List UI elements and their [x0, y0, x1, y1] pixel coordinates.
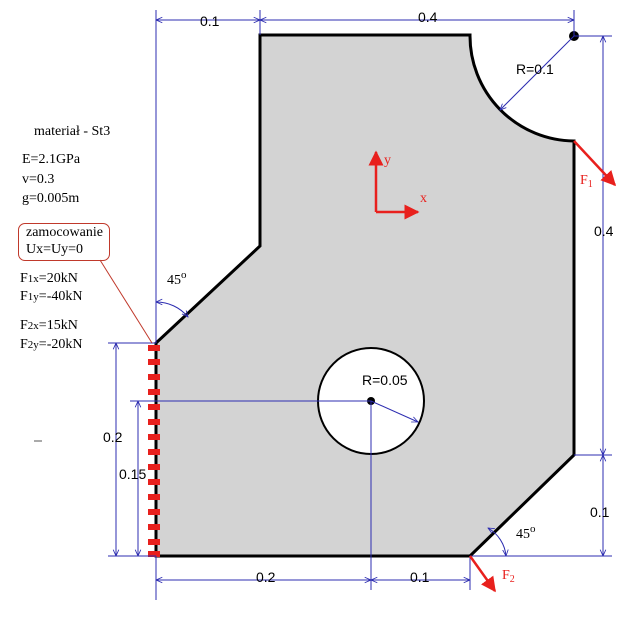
support-leader: [99, 259, 153, 344]
support-line1: zamocowanie: [26, 225, 103, 240]
dim-corner-radius: R=0.1: [516, 61, 554, 77]
force-f1-label: F1: [580, 173, 593, 190]
material-title: materiał - St3: [34, 124, 111, 139]
dim-top-left: 0.1: [200, 13, 220, 29]
dim-top-right: 0.4: [418, 9, 438, 25]
axis-y-label: y: [384, 153, 391, 168]
force-f2-arrow: [468, 555, 497, 593]
force-f1x: F1x=20kN: [20, 271, 78, 286]
force-f2x: F2x=15kN: [20, 318, 78, 333]
force-f2-label: F2: [502, 568, 515, 585]
force-f2y: F2y=-20kN: [20, 337, 83, 352]
coordinate-axes: [368, 150, 420, 220]
axis-x-label: x: [420, 191, 427, 206]
material-e: E=2.1GPa: [22, 152, 81, 167]
material-g: g=0.005m: [22, 191, 80, 206]
dim-left-outer: 0.2: [103, 429, 123, 445]
plate-outline: [154, 33, 576, 558]
support-line2: Ux=Uy=0: [26, 242, 84, 257]
dim-bottom-right: 0.1: [410, 569, 430, 585]
dim-bottom-left: 0.2: [256, 569, 276, 585]
angle-lower-right: 45o: [516, 523, 536, 542]
dim-right-upper: 0.4: [594, 223, 614, 239]
force-f1-arrow: [573, 140, 617, 187]
force-f1y: F1y=-40kN: [20, 289, 83, 304]
dim-hole-radius: R=0.05: [362, 372, 408, 388]
material-nu: v=0.3: [22, 172, 55, 187]
support-note-box: [18, 223, 110, 261]
dimension-lines: [108, 10, 612, 600]
angle-upper-left: 45o: [167, 269, 187, 288]
dim-left-inner: 0.15: [119, 466, 146, 482]
fixed-support: [148, 345, 160, 557]
dim-right-lower: 0.1: [590, 504, 610, 520]
